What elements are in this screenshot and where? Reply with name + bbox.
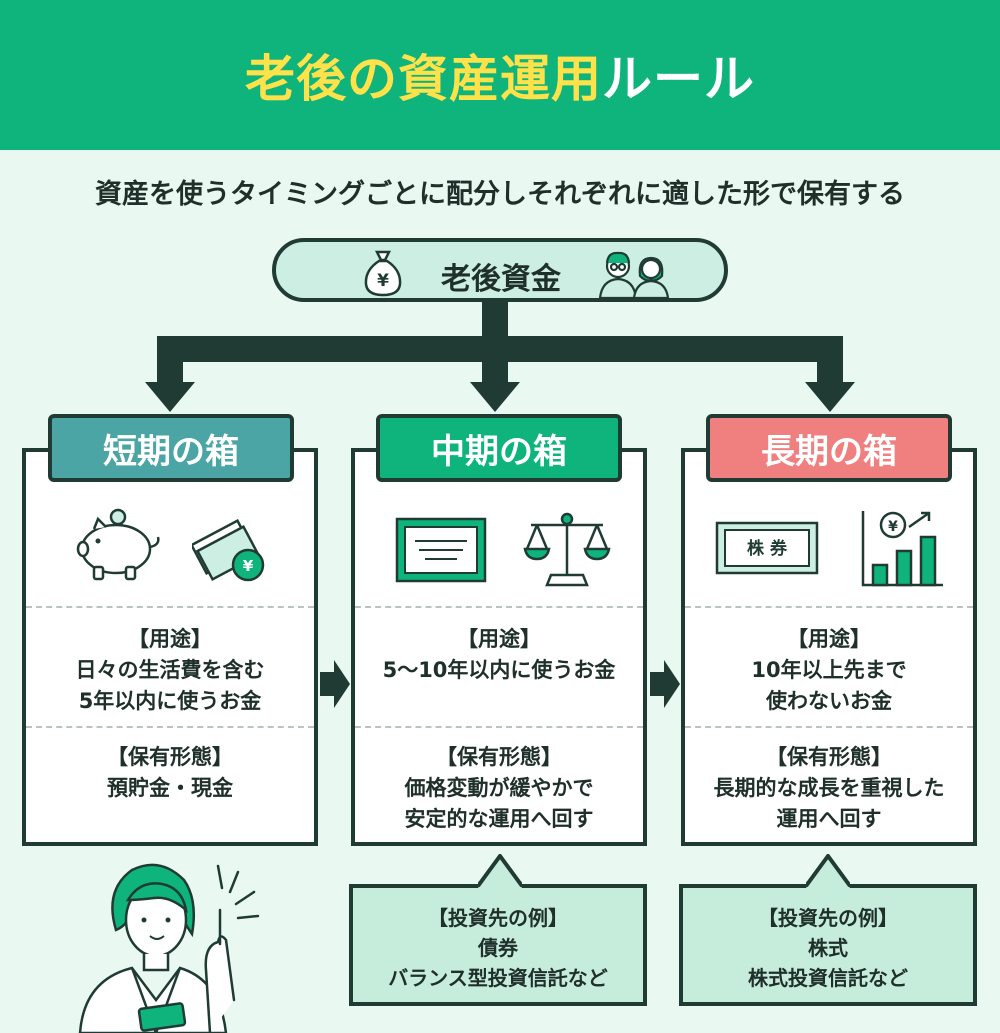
callout-pointer [478, 854, 522, 888]
mid-term-example-callout: 【投資先の例】 債券 バランス型投資信託など [349, 884, 647, 1006]
purpose-line: 使わないお金 [766, 689, 892, 713]
short-term-holding-form: 【保有形態】 預貯金・現金 [26, 742, 314, 804]
arrow-right-2 [650, 660, 680, 708]
arrow-down-right [805, 382, 855, 412]
mid-term-holding-form: 【保有形態】 価格変動が緩やかで 安定的な運用へ回す [355, 742, 643, 835]
retirement-funds-node: ¥ 老後資金 [272, 238, 728, 302]
long-term-title: 長期の箱 [706, 414, 952, 482]
divider [685, 726, 973, 728]
example-heading: 【投資先の例】 [428, 906, 568, 930]
purpose-line: 10年以上先まで [751, 658, 907, 682]
form-line: 長期的な成長を重視した [713, 776, 945, 800]
example-heading: 【投資先の例】 [758, 906, 898, 930]
short-term-title: 短期の箱 [48, 414, 294, 482]
divider [355, 726, 643, 728]
mid-term-icons [355, 507, 643, 597]
long-term-icons: 株 券 ¥ [685, 507, 973, 597]
short-term-box: ¥ 【用途】 日々の生活費を含む 5年以内に使うお金 【保有形態】 預貯金・現金 [22, 448, 318, 846]
banknotes-icon: ¥ [192, 518, 265, 582]
divider [26, 606, 314, 608]
money-bag-icon: ¥ [364, 250, 402, 297]
advisor-woman-illustration [78, 863, 260, 1033]
purpose-heading: 【用途】 [457, 627, 541, 651]
divider [26, 726, 314, 728]
form-heading: 【保有形態】 [107, 745, 233, 769]
bond-certificate-icon [395, 517, 487, 583]
purpose-line: 5〜10年以内に使うお金 [382, 658, 616, 682]
form-line: 価格変動が緩やかで [404, 776, 594, 800]
root-label: 老後資金 [441, 262, 561, 297]
purpose-heading: 【用途】 [787, 627, 871, 651]
header-banner: 老後の資産運用ルール [0, 0, 1000, 150]
example-line: バランス型投資信託など [388, 966, 608, 990]
purpose-line: 日々の生活費を含む [75, 658, 265, 682]
form-heading: 【保有形態】 [436, 745, 562, 769]
short-term-purpose: 【用途】 日々の生活費を含む 5年以内に使うお金 [26, 624, 314, 717]
subtitle: 資産を使うタイミングごとに配分しそれぞれに適した形で保有する [95, 179, 905, 210]
title-highlight: 老後の資産運用 [245, 50, 602, 108]
divider [355, 606, 643, 608]
purpose-line: 5年以内に使うお金 [78, 689, 262, 713]
piggy-bank-icon [76, 508, 160, 581]
stock-certificate-icon: 株 券 [715, 521, 819, 575]
long-term-box: 株 券 ¥ 【用途】 10年以上先まで 使わないお金 【保有形態】 長期的な成長… [681, 448, 977, 846]
drop-center [482, 336, 508, 386]
long-term-example-callout: 【投資先の例】 株式 株式投資信託など [679, 884, 977, 1006]
title-rest: ルール [602, 50, 755, 108]
money-bag-symbol: ¥ [377, 271, 389, 291]
coin-symbol: ¥ [888, 519, 898, 535]
example-line: 株式 [808, 936, 848, 960]
callout-pointer [806, 854, 850, 888]
drop-left [157, 336, 183, 386]
growth-chart-icon: ¥ [861, 511, 943, 587]
balance-scale-icon [523, 512, 611, 587]
purpose-heading: 【用途】 [128, 627, 212, 651]
arrow-down-left [145, 382, 195, 412]
drop-right [817, 336, 843, 386]
arrow-right-1 [320, 660, 350, 708]
mid-term-title: 中期の箱 [376, 414, 622, 482]
long-term-purpose: 【用途】 10年以上先まで 使わないお金 [685, 624, 973, 717]
example-line: 株式投資信託など [748, 966, 908, 990]
form-line: 預貯金・現金 [107, 776, 233, 800]
short-term-icons: ¥ [26, 507, 314, 597]
divider [685, 606, 973, 608]
elderly-couple-icon [598, 251, 670, 298]
example-line: 債券 [478, 936, 518, 960]
long-term-holding-form: 【保有形態】 長期的な成長を重視した 運用へ回す [685, 742, 973, 835]
form-heading: 【保有形態】 [766, 745, 892, 769]
arrow-down-center [470, 382, 520, 412]
mid-term-box: 【用途】 5〜10年以内に使うお金 【保有形態】 価格変動が緩やかで 安定的な運… [351, 448, 647, 846]
form-line: 運用へ回す [776, 807, 882, 831]
form-line: 安定的な運用へ回す [404, 807, 594, 831]
mid-term-purpose: 【用途】 5〜10年以内に使うお金 [355, 624, 643, 686]
coin-symbol: ¥ [243, 557, 254, 575]
stock-certificate-label: 株 券 [747, 538, 788, 559]
